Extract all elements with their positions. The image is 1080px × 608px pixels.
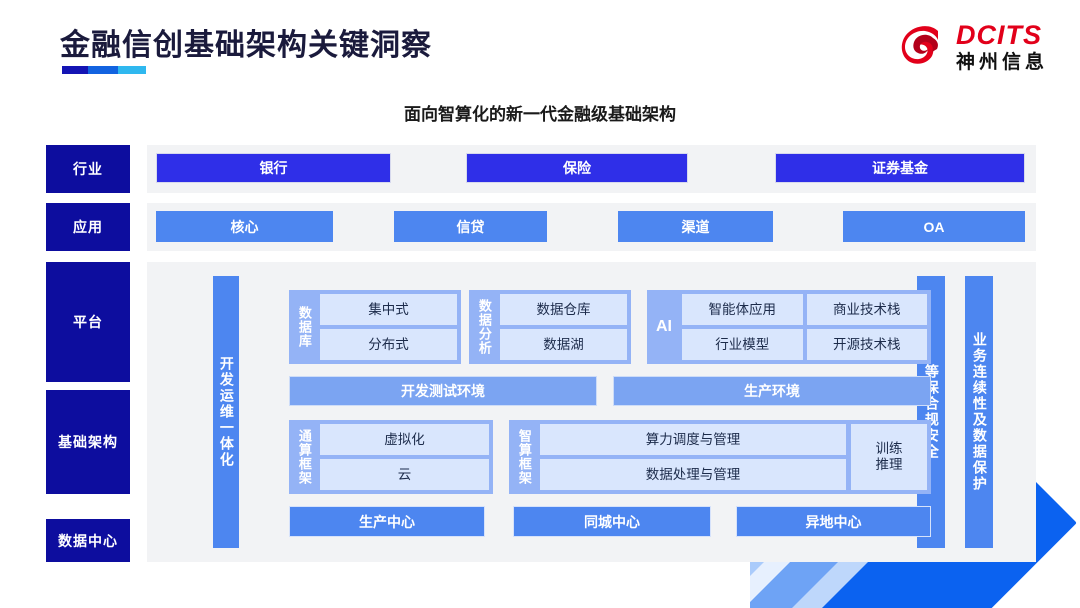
industry-row-panel: 银行 保险 证券基金: [147, 145, 1036, 193]
slide-header: 金融信创基础架构关键洞察 DCITS 神州信息: [0, 0, 1080, 92]
item-data-lake[interactable]: 数据湖: [500, 329, 627, 360]
industry-chip-bank[interactable]: 银行: [156, 153, 391, 183]
group-general-compute-framework: 通算框架 虚拟化 云: [289, 420, 493, 494]
ai-column-left: 智能体应用 行业模型: [682, 294, 803, 360]
environment-chip-production[interactable]: 生产环境: [613, 376, 931, 406]
item-data-warehouse[interactable]: 数据仓库: [500, 294, 627, 325]
group-items-general-compute: 虚拟化 云: [320, 424, 489, 490]
environment-chip-devtest[interactable]: 开发测试环境: [289, 376, 597, 406]
logo-text: DCITS 神州信息: [955, 20, 1048, 73]
logo-cn-text: 神州信息: [955, 52, 1048, 73]
item-virtualization[interactable]: 虚拟化: [320, 424, 489, 455]
group-label-database: 数据库: [296, 306, 312, 348]
sidebar-item-application[interactable]: 应用: [46, 203, 130, 251]
item-centralized[interactable]: 集中式: [320, 294, 457, 325]
brand-logo: DCITS 神州信息: [894, 16, 1048, 78]
group-ai: AI 智能体应用 行业模型 商业技术栈 开源技术栈: [647, 290, 931, 364]
item-compute-scheduling[interactable]: 算力调度与管理: [540, 424, 846, 455]
item-commercial-stack[interactable]: 商业技术栈: [806, 294, 927, 325]
rule-segment-3: [118, 66, 146, 74]
logo-en-text: DCITS: [955, 20, 1042, 50]
group-intelligent-compute-framework: 智算框架 算力调度与管理 数据处理与管理 训练 推理: [509, 420, 931, 494]
datacenter-chip-remote[interactable]: 异地中心: [736, 506, 931, 537]
architecture-diagram: 行业 应用 平台 基础架构 数据中心 银行 保险 证券基金 核心 信贷 渠道 O…: [46, 141, 1036, 566]
platform-stack-panel: 开发运维一体化 等保合规安全 业务连续性及数据保护 数据库 集中式 分布式 数据…: [147, 262, 1036, 562]
application-chip-oa[interactable]: OA: [843, 211, 1025, 242]
dcits-swirl-icon: [894, 19, 950, 75]
page-title: 金融信创基础架构关键洞察: [60, 29, 432, 62]
industry-chip-securities[interactable]: 证券基金: [775, 153, 1025, 183]
datacenter-chip-metro[interactable]: 同城中心: [513, 506, 711, 537]
sidebar-item-infrastructure[interactable]: 基础架构: [46, 390, 130, 494]
group-items-data-analysis: 数据仓库 数据湖: [500, 294, 627, 360]
sidebar-item-datacenter[interactable]: 数据中心: [46, 519, 130, 562]
rule-segment-1: [62, 66, 88, 74]
group-items-ai: 智能体应用 行业模型 商业技术栈 开源技术栈: [682, 294, 927, 360]
item-data-processing[interactable]: 数据处理与管理: [540, 459, 846, 490]
stage-sidebar: 行业 应用 平台 基础架构 数据中心: [46, 141, 130, 566]
item-opensource-stack[interactable]: 开源技术栈: [806, 329, 927, 360]
group-label-general-compute: 通算框架: [296, 429, 312, 485]
item-agent-application[interactable]: 智能体应用: [682, 294, 803, 325]
item-train-inference[interactable]: 训练 推理: [851, 424, 927, 490]
title-underline-rule: [62, 66, 146, 74]
application-chip-core[interactable]: 核心: [156, 211, 333, 242]
group-database: 数据库 集中式 分布式: [289, 290, 461, 364]
item-industry-model[interactable]: 行业模型: [682, 329, 803, 360]
rule-segment-2: [88, 66, 118, 74]
continuity-vertical-bar[interactable]: 业务连续性及数据保护: [965, 276, 993, 548]
group-label-ai: AI: [656, 318, 672, 335]
group-data-analysis: 数据分析 数据仓库 数据湖: [469, 290, 631, 364]
group-items-database: 集中式 分布式: [320, 294, 457, 360]
datacenter-chip-production[interactable]: 生产中心: [289, 506, 485, 537]
devops-vertical-bar[interactable]: 开发运维一体化: [213, 276, 239, 548]
application-chip-channel[interactable]: 渠道: [618, 211, 773, 242]
application-chip-credit[interactable]: 信贷: [394, 211, 547, 242]
sidebar-item-industry[interactable]: 行业: [46, 145, 130, 193]
item-distributed[interactable]: 分布式: [320, 329, 457, 360]
group-items-intelligent-compute: 算力调度与管理 数据处理与管理: [540, 424, 846, 490]
ai-column-right: 商业技术栈 开源技术栈: [806, 294, 927, 360]
application-row-panel: 核心 信贷 渠道 OA: [147, 203, 1036, 251]
item-cloud[interactable]: 云: [320, 459, 489, 490]
sidebar-item-platform[interactable]: 平台: [46, 262, 130, 382]
industry-chip-insurance[interactable]: 保险: [466, 153, 688, 183]
page-subtitle: 面向智算化的新一代金融级基础架构: [404, 105, 676, 124]
group-label-data-analysis: 数据分析: [476, 299, 492, 355]
group-label-intelligent-compute: 智算框架: [516, 429, 532, 485]
